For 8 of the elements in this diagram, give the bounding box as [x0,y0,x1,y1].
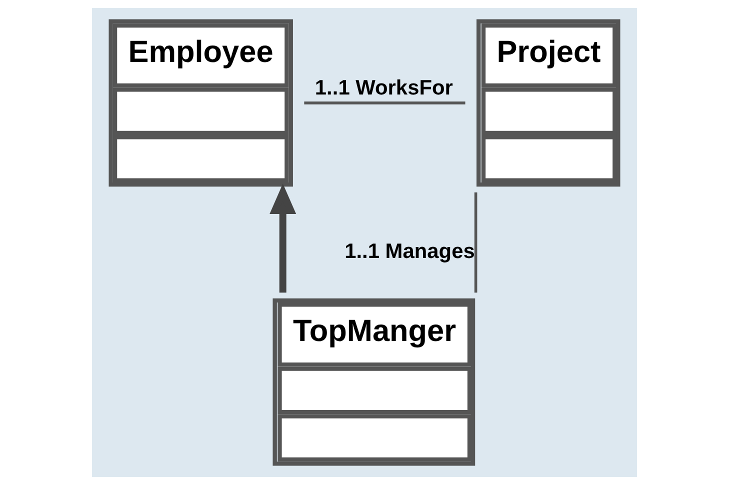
connector [474,192,478,293]
node-box: TopManger [272,298,476,466]
edge-label: 1..1 WorksFor [314,76,453,100]
edge-label: 1..1 Manages [344,240,475,263]
node-box: Project [476,19,620,187]
connector [304,102,466,104]
node-box: Employee [108,19,293,187]
arrow [270,184,296,293]
